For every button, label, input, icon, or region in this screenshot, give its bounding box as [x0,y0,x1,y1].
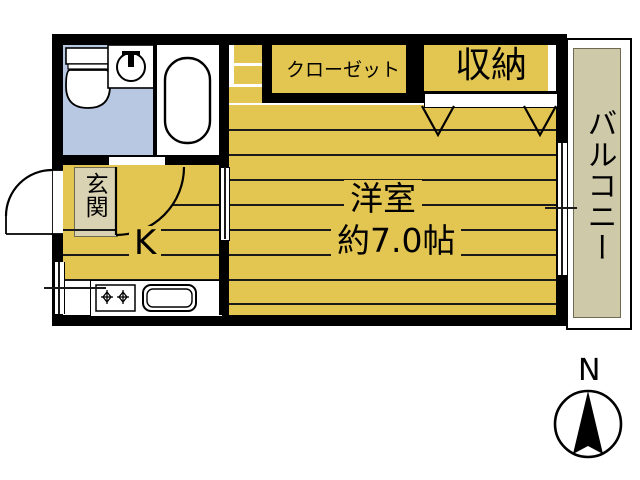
closet-wall-bottom [262,93,416,103]
wall-nub-bottom [222,300,229,316]
kitchen-label: K [129,226,162,260]
storage-door-marker-left [421,105,455,138]
storage-floor [424,45,548,91]
bath-wall-right [219,34,229,165]
balcony-area [573,48,621,318]
room-sliding-door-mullion [224,167,226,239]
kitchen-window-sill-line [44,287,106,289]
entrance-door-swing [4,168,67,235]
balcony-label: バルコニー [581,108,617,263]
main-room-label-name: 洋室 [344,180,422,217]
storage-sliding-door [424,93,558,108]
compass-label: N [578,353,601,388]
toilet-fixture [65,47,111,109]
closet-floor [272,45,406,93]
washbasin-fixture [107,44,156,89]
entrance-floor-top [74,167,118,237]
closet-wall-right [406,45,416,103]
balcony-door-sill-line [545,207,577,209]
floor-line [228,154,556,156]
closet-side-strip [234,66,262,84]
kitchen-sink [142,284,197,312]
storage-door-marker-right [523,105,557,138]
closet-label: クローゼット [286,59,401,81]
storage-label: 収納 [455,45,528,86]
storage-wall-left [416,45,424,103]
entrance-label-top: 玄関 [81,172,108,218]
compass-rose [553,389,623,459]
bathtub-fixture [163,56,212,145]
main-room-label-size: 約7.0帖 [331,222,462,259]
wall-top [52,34,567,45]
closet-side-strip [234,45,262,63]
closet-wall-left [262,45,272,103]
balcony-door-mullion [561,143,563,275]
wall-bottom [52,315,567,326]
floor-line [228,303,556,305]
bathroom-divider-wall [153,45,157,155]
floor-line [228,129,556,131]
floor-line [228,279,556,281]
closet-side-strip [228,87,262,103]
kitchen-stove [95,284,136,312]
